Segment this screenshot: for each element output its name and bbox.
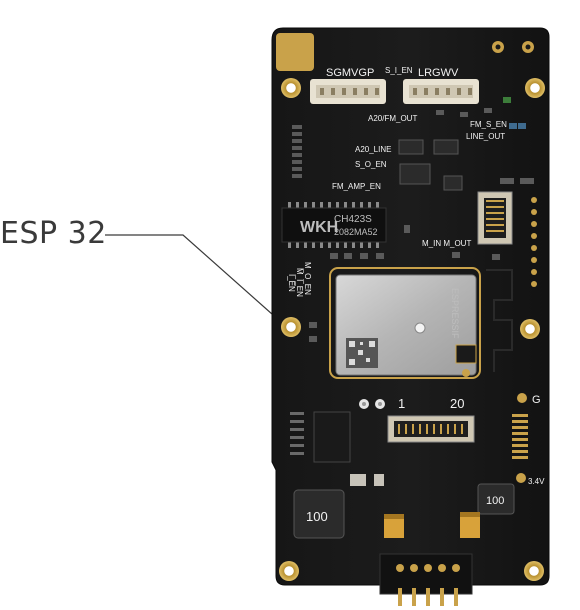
callout-leader-line	[105, 234, 291, 331]
connector-left	[310, 79, 386, 104]
module-side-ic	[455, 344, 477, 364]
fpc-connector-bottom	[387, 415, 475, 443]
fpc-connector-top	[477, 191, 513, 245]
silk-m-i-en: M_I_EN	[295, 268, 304, 297]
esp32-module: ESPRESSIF	[335, 274, 477, 376]
test-pad	[462, 369, 470, 377]
silk-i-en: I_EN	[287, 274, 296, 292]
connector-right	[403, 79, 479, 104]
tantalum-capacitors	[350, 474, 480, 538]
header-pads-right	[531, 197, 537, 287]
silk-a20-line: A20_LINE	[355, 145, 391, 154]
amp-chip-code: 2082MA52	[334, 227, 378, 237]
gold-pad	[276, 33, 314, 71]
mounting-hole-bottom-right	[524, 561, 544, 581]
esp32-callout-label: ESP 32	[0, 216, 107, 251]
mounting-hole-mid-right	[520, 319, 540, 339]
silk-s-i-en: S_I_EN	[385, 66, 413, 75]
esp-module-brand: ESPRESSIF	[450, 288, 460, 339]
mounting-hole-top-right	[525, 78, 545, 98]
silk-fm-s-en: FM_S_EN	[470, 120, 507, 129]
silk-pin-20: 20	[450, 396, 464, 411]
antenna-connectors	[492, 41, 534, 53]
silk-pin-1: 1	[398, 396, 405, 411]
amp-chip: WKH CH423S 2082MA52	[281, 202, 387, 248]
inductor-left: 100	[293, 489, 345, 539]
pin-array-right	[512, 414, 528, 459]
amp-chip-brand: WKH	[300, 219, 338, 236]
smd-components	[292, 97, 534, 342]
silk-connector-left: SGMVGP	[326, 67, 374, 79]
esp32-antenna-trace	[486, 269, 513, 372]
inductor-left-value: 100	[306, 509, 328, 524]
left-ic-cluster	[290, 411, 351, 463]
esp32-module-border	[329, 267, 481, 379]
silk-m-in-m-out: M_IN M_OUT	[422, 239, 471, 248]
mounting-hole-mid-left	[281, 317, 301, 337]
silk-voltage: 3.4V	[528, 477, 545, 486]
silk-line-out: LINE_OUT	[466, 132, 505, 141]
amp-chip-model: CH423S	[334, 214, 372, 225]
pad-voltage	[516, 473, 526, 483]
silk-a20-fm-out: A20/FM_OUT	[368, 114, 417, 123]
small-buttons	[359, 399, 385, 409]
bottom-header	[379, 553, 473, 606]
inductor-right: 100	[477, 483, 515, 515]
inductor-right-value: 100	[486, 495, 504, 507]
silk-fm-amp-en: FM_AMP_EN	[332, 182, 381, 191]
silk-g: G	[532, 394, 541, 406]
pad-g	[517, 393, 527, 403]
mounting-hole-top-left	[281, 78, 301, 98]
silk-connector-right: LRGWV	[418, 67, 459, 79]
silk-s-o-en: S_O_EN	[355, 160, 387, 169]
silk-m-o-en: M_O_EN	[303, 262, 312, 295]
mounting-hole-bottom-left	[279, 561, 299, 581]
